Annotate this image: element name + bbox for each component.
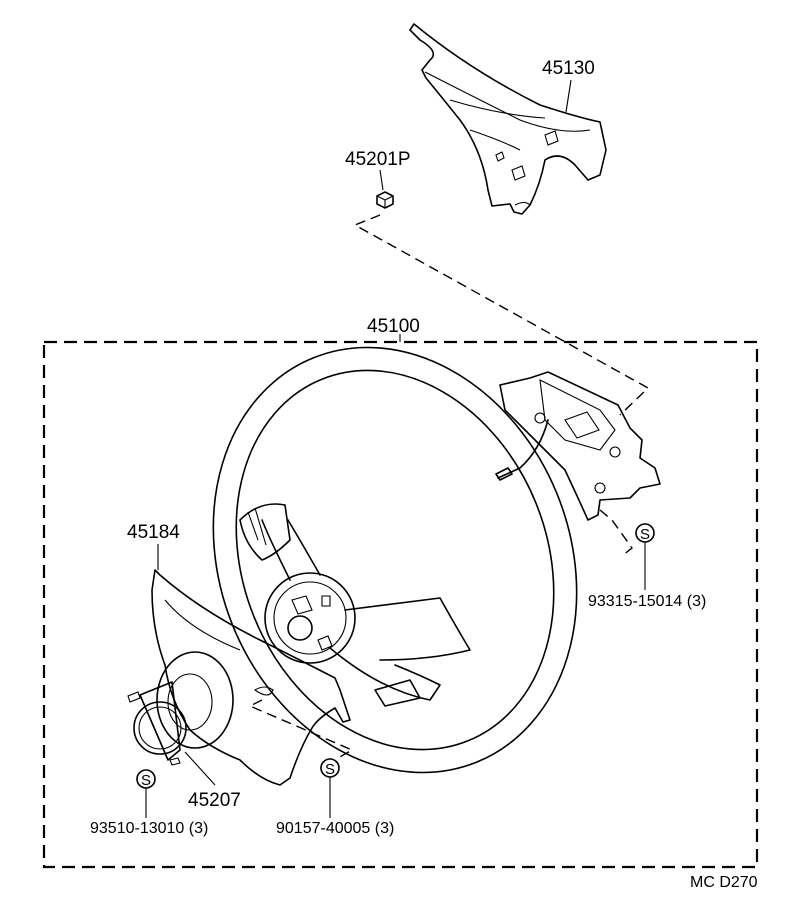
- steering-wheel: [212, 346, 578, 774]
- cancel-cam: [127, 651, 234, 766]
- label-45184: 45184: [127, 522, 180, 543]
- leader-cam: [184, 751, 216, 786]
- assembly-line-bracket-screw: [599, 509, 633, 557]
- assembly-line-upper: [353, 214, 650, 416]
- horn-pad: [409, 23, 607, 215]
- lower-cover: [151, 569, 351, 786]
- label-93510-13010: 93510-13010 (3): [90, 820, 208, 837]
- label-45201p: 45201P: [345, 149, 411, 170]
- screw-marker-93315-symbol: S: [640, 526, 650, 543]
- nut-45201p: [376, 191, 394, 209]
- label-45207: 45207: [188, 790, 241, 811]
- label-45100: 45100: [367, 316, 420, 337]
- screw-marker-90157-symbol: S: [325, 761, 335, 778]
- drawing-code: MC D270: [690, 874, 758, 891]
- label-45130: 45130: [542, 58, 595, 79]
- leader-nut: [379, 169, 384, 191]
- horn-bracket: [495, 371, 661, 521]
- screw-marker-93510-symbol: S: [141, 772, 151, 789]
- label-93315-15014: 93315-15014 (3): [588, 593, 706, 610]
- screw-marker-93315: S: [635, 523, 655, 543]
- screw-marker-90157: S: [320, 758, 340, 778]
- assembly-line-cover-screw: [248, 699, 354, 759]
- screw-marker-93510: S: [136, 769, 156, 789]
- leader-pad: [565, 79, 572, 113]
- label-90157-40005: 90157-40005 (3): [276, 820, 394, 837]
